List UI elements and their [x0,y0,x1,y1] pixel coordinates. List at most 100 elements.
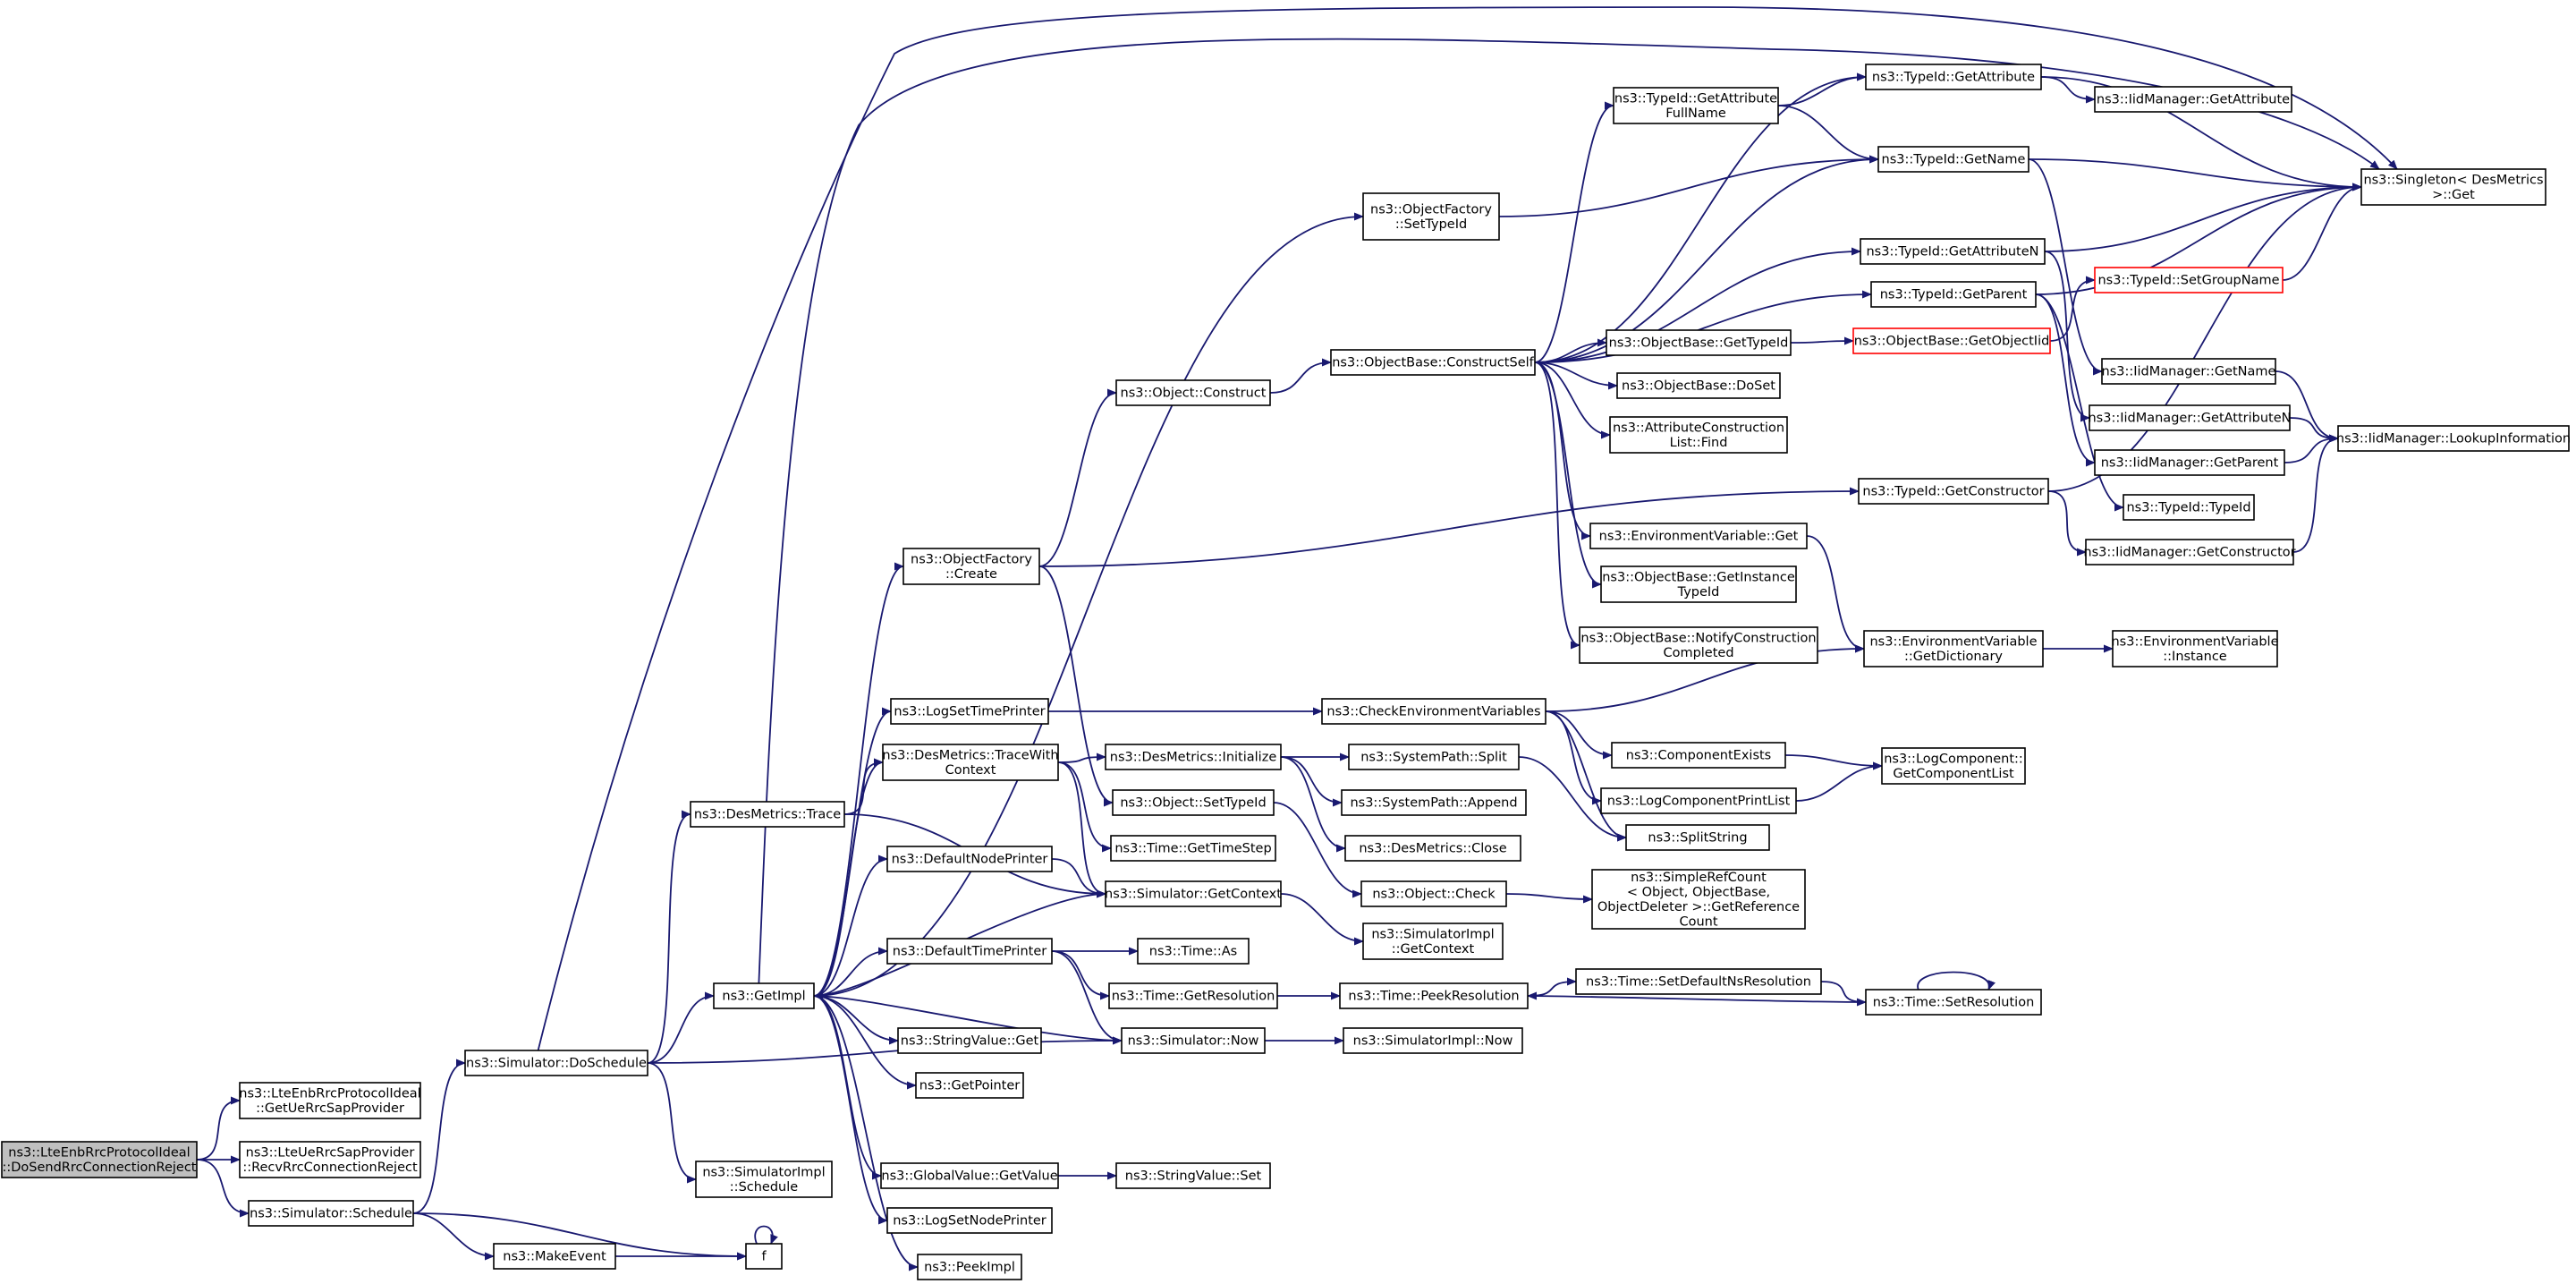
node-default-node-printer[interactable]: ns3::DefaultNodePrinter [886,846,1053,872]
node-box[interactable] [1341,789,1527,816]
node-box[interactable] [2094,267,2284,293]
node-box[interactable] [886,846,1053,872]
node-box[interactable] [239,1141,421,1178]
node-box[interactable] [1121,1027,1266,1054]
node-box[interactable] [1137,938,1250,965]
node-box[interactable] [1591,869,1806,930]
node-box[interactable] [1613,87,1779,124]
node-sim-get-context[interactable]: ns3::Simulator::GetContext [1105,880,1282,907]
node-recv-reject[interactable]: ns3::LteUeRrcSapProvider::RecvRrcConnect… [239,1141,421,1178]
node-box[interactable] [1321,698,1546,725]
node-box[interactable] [2094,449,2285,476]
node-box[interactable] [1330,349,1536,376]
node-box[interactable] [1616,372,1781,399]
node-box[interactable] [1611,742,1786,769]
node-box[interactable] [1115,379,1271,406]
node-box[interactable] [2085,539,2294,565]
node-peek-impl[interactable]: ns3::PeekImpl [917,1254,1022,1280]
node-box[interactable] [1600,787,1797,814]
node-box[interactable] [1348,744,1520,770]
node-box[interactable] [1344,835,1521,862]
node-of-create[interactable]: ns3::ObjectFactory::Create [902,548,1040,585]
node-box[interactable] [1575,968,1822,995]
node-do-schedule[interactable]: ns3::Simulator::DoSchedule [464,1050,648,1076]
node-box[interactable] [915,1072,1024,1099]
node-box[interactable] [690,801,845,828]
node-box[interactable] [1606,329,1792,356]
node-time-get-time-step[interactable]: ns3::Time::GetTimeStep [1110,835,1276,862]
node-check-env-vars[interactable]: ns3::CheckEnvironmentVariables [1321,698,1546,725]
node-iid-get-parent[interactable]: ns3::IidManager::GetParent [2094,449,2285,476]
node-box[interactable] [1343,1027,1523,1054]
node-box[interactable] [2094,86,2292,113]
node-ob-get-object-iid[interactable]: ns3::ObjectBase::GetObjectIid [1852,327,2051,354]
node-box[interactable] [1105,880,1282,907]
node-box[interactable] [1865,64,2042,90]
node-iid-get-constructor[interactable]: ns3::IidManager::GetConstructor [2083,539,2296,565]
node-box[interactable] [1600,565,1797,603]
node-ob-construct-self[interactable]: ns3::ObjectBase::ConstructSelf [1330,349,1536,376]
node-log-set-time-printer[interactable]: ns3::LogSetTimePrinter [890,698,1049,725]
node-box[interactable] [1110,835,1276,862]
node-box[interactable] [2089,404,2291,431]
node-box[interactable] [1115,1162,1271,1189]
node-box[interactable] [2101,358,2276,385]
node-dm-trace[interactable]: ns3::DesMetrics::Trace [690,801,845,828]
node-string-value-set[interactable]: ns3::StringValue::Set [1115,1162,1271,1189]
node-split-string[interactable]: ns3::SplitString [1625,824,1770,851]
node-box[interactable] [1863,630,2044,668]
node-box[interactable] [886,938,1053,965]
node-box[interactable] [1108,982,1278,1009]
node-schedule[interactable]: ns3::Simulator::Schedule [248,1200,414,1227]
node-box[interactable] [880,1162,1059,1189]
node-tid-set-group-name[interactable]: ns3::TypeId::SetGroupName [2094,267,2284,293]
node-tid-get-parent[interactable]: ns3::TypeId::GetParent [1870,281,2037,308]
node-box[interactable] [902,548,1040,585]
node-ob-do-set[interactable]: ns3::ObjectBase::DoSet [1616,372,1781,399]
node-box[interactable] [1339,982,1529,1009]
node-env-var-get-dictionary[interactable]: ns3::EnvironmentVariable::GetDictionary [1863,630,2044,668]
node-box[interactable] [1360,880,1507,907]
node-sim-impl-now[interactable]: ns3::SimulatorImpl::Now [1343,1027,1523,1054]
node-get-impl[interactable]: ns3::GetImpl [713,982,815,1009]
node-object-check[interactable]: ns3::Object::Check [1360,880,1507,907]
node-box[interactable] [1865,989,2042,1016]
node-object-construct[interactable]: ns3::Object::Construct [1115,379,1271,406]
node-box[interactable] [1362,192,1500,241]
node-env-var-instance[interactable]: ns3::EnvironmentVariable::Instance [2111,630,2279,668]
node-box[interactable] [2360,168,2546,206]
node-env-var-get[interactable]: ns3::EnvironmentVariable::Get [1589,523,1808,549]
node-box[interactable] [886,1207,1053,1234]
node-sim-impl-get-context[interactable]: ns3::SimulatorImpl::GetContext [1362,923,1504,960]
node-time-peek-resolution[interactable]: ns3::Time::PeekResolution [1339,982,1529,1009]
node-box[interactable] [1870,281,2037,308]
node-time-get-resolution[interactable]: ns3::Time::GetResolution [1108,982,1278,1009]
node-make-event[interactable]: ns3::MakeEvent [493,1243,616,1270]
node-box[interactable] [1625,824,1770,851]
node-box[interactable] [1852,327,2051,354]
node-box[interactable] [897,1027,1042,1054]
node-log-comp-get-list[interactable]: ns3::LogComponent::GetComponentList [1881,747,2026,785]
node-box[interactable] [890,698,1049,725]
node-log-component-print-list[interactable]: ns3::LogComponentPrintList [1600,787,1797,814]
node-time-set-default-ns[interactable]: ns3::Time::SetDefaultNsResolution [1575,968,1822,995]
node-ob-get-type-id[interactable]: ns3::ObjectBase::GetTypeId [1606,329,1792,356]
node-box[interactable] [2123,494,2255,521]
node-box[interactable] [1579,626,1818,664]
node-box[interactable] [239,1082,421,1119]
node-box[interactable] [917,1254,1022,1280]
node-f[interactable]: f [745,1243,783,1270]
node-tid-type-id[interactable]: ns3::TypeId::TypeId [2123,494,2255,521]
node-box[interactable] [493,1243,616,1270]
node-box[interactable] [2112,630,2278,668]
node-time-as[interactable]: ns3::Time::As [1137,938,1250,965]
node-box[interactable] [464,1050,648,1076]
node-global-value-get-value[interactable]: ns3::GlobalValue::GetValue [880,1162,1059,1189]
node-root[interactable]: ns3::LteEnbRrcProtocolIdeal::DoSendRrcCo… [1,1141,198,1178]
node-box[interactable] [882,744,1059,781]
node-iid-get-attribute[interactable]: ns3::IidManager::GetAttribute [2094,86,2292,113]
node-default-time-printer[interactable]: ns3::DefaultTimePrinter [886,938,1053,965]
node-singleton-get[interactable]: ns3::Singleton< DesMetrics>::Get [2360,168,2546,206]
